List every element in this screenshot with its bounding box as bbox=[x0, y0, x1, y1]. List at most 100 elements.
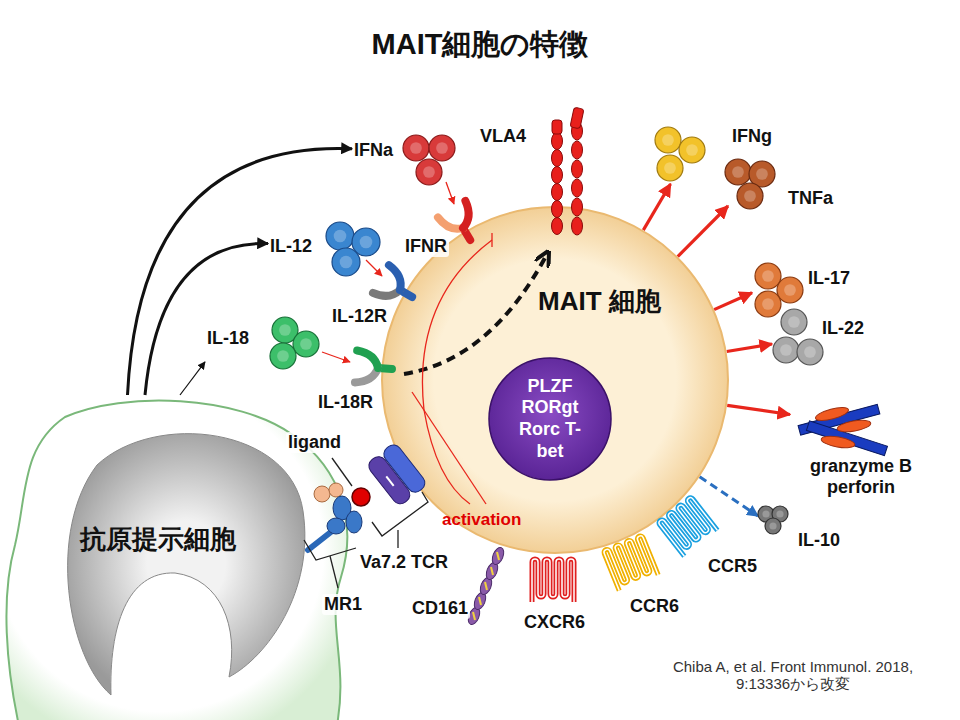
caption: Chiba A, et al. Front Immunol. 2018, 9:1… bbox=[668, 658, 918, 693]
receptors bbox=[355, 201, 484, 385]
cytokine-highlight bbox=[334, 230, 347, 243]
cytokine-molecule bbox=[655, 127, 681, 153]
granzyme-granule bbox=[814, 405, 849, 423]
illustration-part bbox=[356, 351, 379, 368]
node-label: IFNa bbox=[354, 140, 393, 161]
cytokine-highlight bbox=[279, 324, 291, 336]
node-label: granzyme B perforin bbox=[796, 456, 926, 497]
part-label: activation bbox=[440, 510, 523, 530]
vla4-integrin bbox=[552, 107, 584, 235]
integrin-domain bbox=[552, 167, 563, 184]
connector-arrow bbox=[678, 206, 728, 257]
cd161-stripe bbox=[491, 567, 493, 575]
connector-arrow bbox=[727, 344, 772, 352]
cd161-stripe bbox=[497, 552, 499, 560]
cytokine-cluster: IFNa bbox=[352, 132, 460, 188]
integrin-head bbox=[570, 107, 584, 129]
integrin-domain bbox=[572, 179, 583, 197]
illustration-part bbox=[658, 497, 718, 557]
gpcr-receptor bbox=[603, 535, 658, 591]
integrin-domain bbox=[572, 160, 583, 178]
node-label: IL-12 bbox=[270, 236, 312, 257]
cytokine-molecule bbox=[755, 263, 781, 289]
cytokine-molecule bbox=[270, 343, 296, 369]
cytokine-highlight bbox=[784, 284, 796, 296]
node-label: TNFa bbox=[788, 188, 833, 209]
cytokine-highlight bbox=[744, 190, 756, 202]
connector-arrow bbox=[643, 184, 670, 230]
integrin-domain bbox=[552, 133, 563, 150]
illustration-part bbox=[373, 279, 400, 304]
part-label: IFNR bbox=[403, 236, 449, 257]
cytokine-receptor bbox=[438, 201, 484, 248]
illustration-part bbox=[438, 209, 463, 236]
integrin-domain bbox=[572, 198, 583, 216]
gpcr-receptor bbox=[658, 497, 718, 557]
gpcr-receptor bbox=[532, 559, 574, 602]
granzyme-granule bbox=[836, 418, 871, 434]
integrin-head bbox=[552, 120, 562, 134]
granule-group: granzyme B perforin bbox=[790, 398, 930, 508]
cytokine-molecule bbox=[403, 135, 429, 161]
illustration-part bbox=[603, 535, 658, 591]
cytokine-highlight bbox=[788, 316, 800, 328]
connector-arrow bbox=[727, 405, 790, 414]
cytokine-cluster: IL-17 bbox=[752, 262, 882, 318]
cytokine-highlight bbox=[804, 346, 816, 358]
cell-membrane bbox=[382, 207, 728, 553]
cytokine-molecule bbox=[725, 159, 751, 185]
node-label: IL-22 bbox=[822, 318, 864, 339]
diagram-title: MAIT細胞の特徴 bbox=[0, 28, 960, 61]
cytokine-molecule bbox=[781, 309, 807, 335]
cytokine-highlight bbox=[340, 256, 353, 269]
integrin-domain bbox=[552, 150, 563, 167]
cytokine-highlight bbox=[410, 142, 422, 154]
illustration-part bbox=[381, 265, 408, 290]
illustration-part bbox=[658, 497, 718, 557]
cytokine-cluster: IL-10 bbox=[758, 506, 858, 556]
part-label: Va7.2 TCR bbox=[358, 552, 450, 573]
cytokine-cluster: IL-22 bbox=[772, 308, 882, 368]
part-label: IL-12R bbox=[330, 306, 389, 327]
connector-arrow bbox=[180, 362, 205, 395]
node-label: PLZF RORgt Rorc T-bet bbox=[488, 357, 612, 481]
cytokine-highlight bbox=[360, 236, 373, 249]
cytokine-receptor bbox=[373, 265, 420, 311]
cd161-stripe bbox=[473, 612, 475, 620]
cytokine-molecule bbox=[326, 222, 354, 250]
cytokine-highlight bbox=[662, 134, 674, 146]
cytokine-highlight bbox=[762, 510, 769, 517]
illustration-part bbox=[532, 559, 574, 602]
cytokine-molecule bbox=[755, 291, 781, 317]
connector-arrow bbox=[700, 477, 758, 516]
cytokine-highlight bbox=[776, 510, 783, 517]
cytokine-molecule bbox=[737, 183, 763, 209]
cd161-chain bbox=[466, 546, 506, 626]
cytokine-highlight bbox=[686, 144, 698, 156]
part-label: CCR5 bbox=[706, 556, 759, 577]
illustration-part bbox=[452, 201, 477, 228]
integrin-domain bbox=[572, 141, 583, 159]
cytokine-molecule bbox=[797, 339, 823, 365]
cytokine-molecule bbox=[429, 135, 455, 161]
illustration-part bbox=[532, 559, 574, 602]
apc-nucleus bbox=[68, 434, 305, 695]
chemokine-receptors bbox=[532, 497, 717, 602]
receptor-arrows bbox=[322, 182, 454, 362]
cytokine-molecule bbox=[332, 248, 360, 276]
activation-lines bbox=[412, 233, 492, 504]
part-label: CCR6 bbox=[628, 596, 681, 617]
cytokine-cluster: TNFa bbox=[722, 158, 842, 222]
cytokine-molecule bbox=[293, 331, 319, 357]
cytokine-highlight bbox=[780, 344, 792, 356]
connector-arrow bbox=[128, 149, 353, 395]
integrin-domain bbox=[552, 218, 563, 235]
cytokine-highlight bbox=[756, 168, 768, 180]
granzyme-granule bbox=[820, 434, 855, 450]
cytokine-highlight bbox=[300, 338, 312, 350]
cytokine-highlight bbox=[762, 270, 774, 282]
integrin-domain bbox=[572, 217, 583, 235]
cytokine-highlight bbox=[769, 522, 776, 529]
